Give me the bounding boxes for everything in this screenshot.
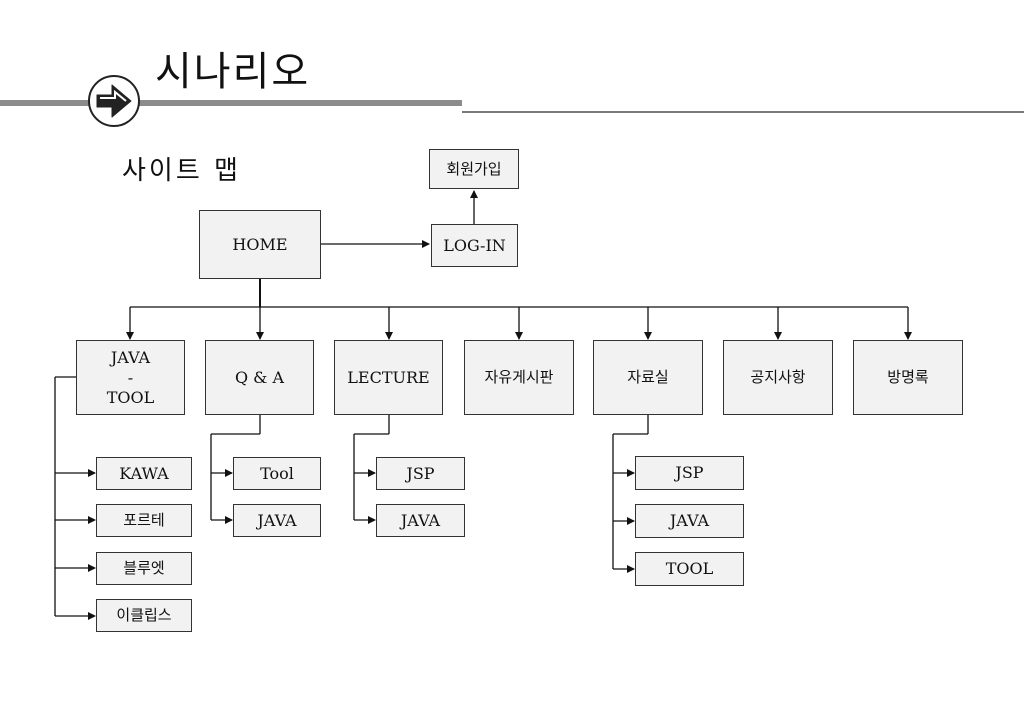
title-rule-thin: [462, 111, 1024, 113]
node-qna-java: JAVA: [233, 504, 321, 537]
node-signup: 회원가입: [429, 149, 519, 189]
node-qna: Q & A: [205, 340, 314, 415]
node-archive-jsp: JSP: [635, 456, 744, 490]
node-home: HOME: [199, 210, 321, 279]
node-lecture-jsp: JSP: [376, 457, 465, 490]
page-subtitle: 사이트 맵: [122, 156, 241, 186]
arrow-right-circle-icon: [88, 75, 140, 127]
node-java-tool: JAVA - TOOL: [76, 340, 185, 415]
node-archive-java: JAVA: [635, 504, 744, 538]
page-title: 시나리오: [155, 49, 311, 95]
node-qna-tool: Tool: [233, 457, 321, 490]
node-lecture: LECTURE: [334, 340, 443, 415]
node-archive: 자료실: [593, 340, 703, 415]
title-rule-thick: [0, 100, 462, 106]
java-tool-line-3: TOOL: [106, 387, 155, 407]
java-tool-line-1: JAVA: [110, 347, 151, 367]
node-eclipse: 이클립스: [96, 599, 192, 632]
node-archive-tool: TOOL: [635, 552, 744, 586]
node-blueet: 블루엣: [96, 552, 192, 585]
node-guestbook: 방명록: [853, 340, 963, 415]
node-notice: 공지사항: [723, 340, 833, 415]
node-forte: 포르테: [96, 504, 192, 537]
java-tool-line-2: -: [127, 367, 134, 387]
node-login: LOG-IN: [431, 224, 518, 267]
node-kawa: KAWA: [96, 457, 192, 490]
node-free-board: 자유게시판: [464, 340, 574, 415]
node-lecture-java: JAVA: [376, 504, 465, 537]
